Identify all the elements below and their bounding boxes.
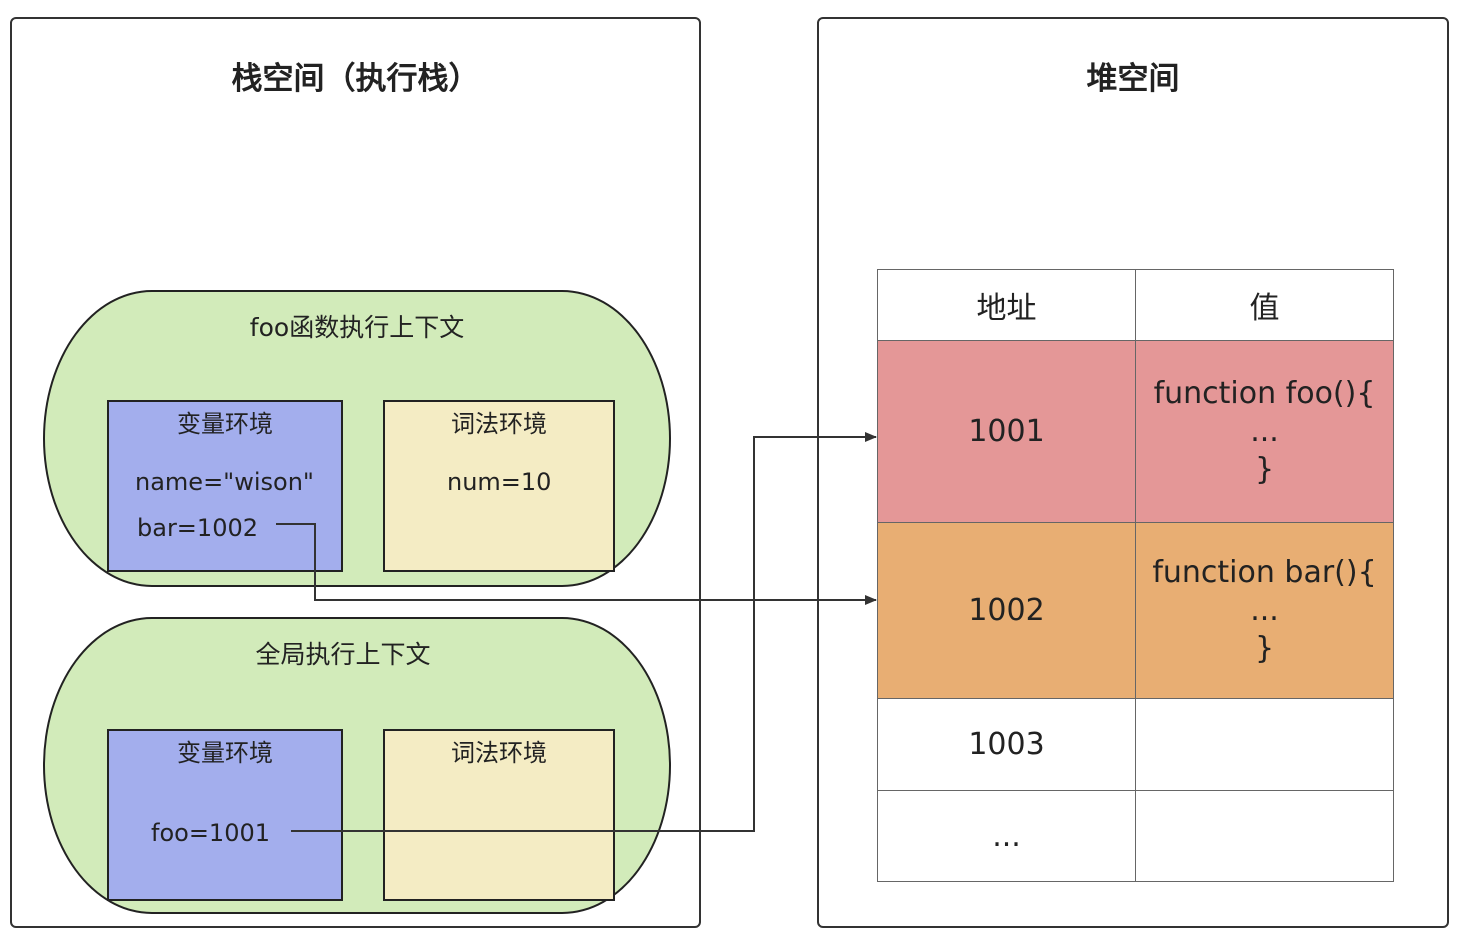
stack-panel-title: 栈空间（执行栈）: [231, 61, 480, 97]
heap-panel-title: 堆空间: [1086, 61, 1180, 97]
global-variable-env-title: 变量环境: [177, 739, 273, 767]
heap-address-cell: ...: [877, 790, 1136, 882]
value-header: 值: [1135, 269, 1394, 341]
foo-lexical-env-title: 词法环境: [451, 410, 547, 438]
heap-value-cell: function foo(){ ... }: [1135, 340, 1394, 523]
heap-row: ...: [877, 790, 1394, 882]
heap-address-cell: 1003: [877, 698, 1136, 791]
global-variable-environment: 变量环境 foo=1001: [107, 729, 343, 901]
foo-var-name-binding: name="wison": [135, 468, 314, 496]
heap-row: 1002 function bar(){ ... }: [877, 522, 1394, 699]
foo-var-bar-binding: bar=1002: [137, 514, 258, 542]
heap-value-line: function bar(){: [1152, 554, 1377, 590]
heap-table: 地址 值 1001 function foo(){ ... } 1002 fun…: [877, 269, 1394, 882]
heap-value-line: }: [1254, 451, 1275, 487]
heap-value-line: }: [1254, 630, 1275, 666]
foo-variable-env-title: 变量环境: [177, 410, 273, 438]
foo-variable-environment: 变量环境 name="wison" bar=1002: [107, 400, 343, 572]
heap-value-cell: function bar(){ ... }: [1135, 522, 1394, 699]
heap-address-cell: 1002: [877, 522, 1136, 699]
heap-row: 1001 function foo(){ ... }: [877, 340, 1394, 523]
heap-value-line: function foo(){: [1153, 375, 1376, 411]
foo-context-label: foo函数执行上下文: [249, 313, 465, 342]
foo-to-1001-arrow: [291, 432, 877, 832]
global-lexical-env-title: 词法环境: [451, 739, 547, 767]
bar-to-1002-arrow: [276, 523, 877, 605]
heap-value-cell: [1135, 790, 1394, 882]
foo-lexical-environment: 词法环境 num=10: [383, 400, 615, 572]
global-var-foo-binding: foo=1001: [151, 819, 271, 847]
global-lexical-environment: 词法环境: [383, 729, 615, 901]
heap-value-line: ...: [1250, 413, 1279, 449]
foo-lex-num-binding: num=10: [447, 468, 552, 496]
heap-value-line: ...: [1250, 592, 1279, 628]
global-context-label: 全局执行上下文: [255, 640, 431, 669]
heap-row: 1003: [877, 698, 1394, 791]
